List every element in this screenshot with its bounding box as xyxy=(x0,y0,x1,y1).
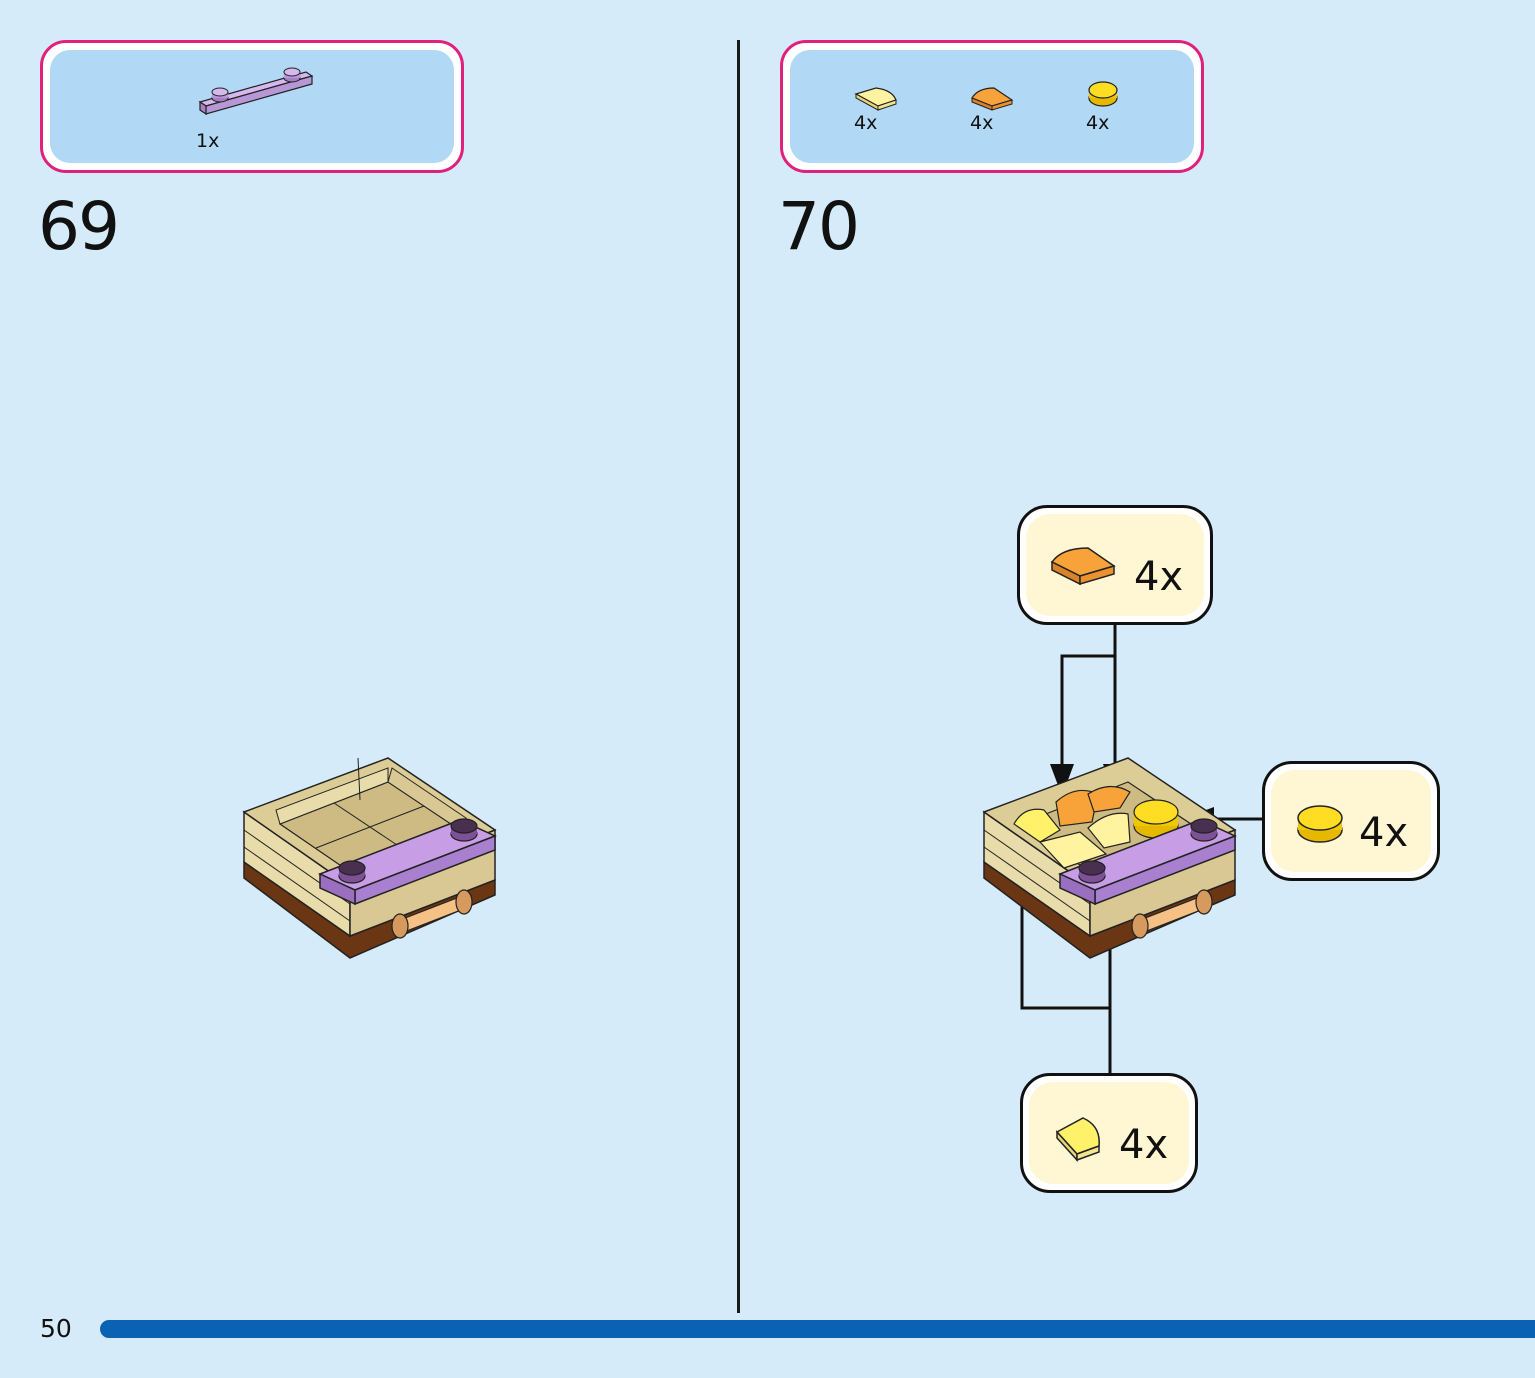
yellow-round-tile-icon xyxy=(1297,805,1343,843)
part-quantity: 4x xyxy=(1086,112,1110,134)
parts-list-inner: 1x xyxy=(50,50,454,163)
orange-quarter-tile-icon xyxy=(1050,547,1116,586)
yellow-quarter-tile-icon xyxy=(1055,1117,1100,1162)
page-number: 50 xyxy=(40,1314,72,1343)
page-progress-bar xyxy=(100,1320,1535,1338)
callout-quantity: 4x xyxy=(1119,1122,1169,1168)
crate-model-step-70 xyxy=(982,757,1237,959)
callout-inner: 4x xyxy=(1029,1082,1189,1184)
part-quantity: 4x xyxy=(854,112,878,134)
callout-quantity: 4x xyxy=(1134,554,1184,600)
crate-model-step-69 xyxy=(242,757,497,959)
yellow-quarter-tile-icon xyxy=(854,87,897,111)
part-quantity: 1x xyxy=(196,130,220,152)
parts-list-inner: 4x 4x 4x xyxy=(790,50,1194,163)
callout-inner: 4x xyxy=(1026,514,1204,616)
step-number: 70 xyxy=(778,188,860,265)
step-number: 69 xyxy=(38,188,120,265)
orange-quarter-tile-icon xyxy=(971,87,1014,111)
callout-yellow-round-tile: 4x xyxy=(1262,761,1440,881)
step-divider xyxy=(737,40,740,1313)
callout-inner: 4x xyxy=(1271,770,1431,872)
callout-yellow-quarter-tile: 4x xyxy=(1020,1073,1198,1193)
yellow-round-tile-icon xyxy=(1088,81,1118,107)
parts-list-step-70: 4x 4x 4x xyxy=(780,40,1204,173)
callout-orange-quarter-tile: 4x xyxy=(1017,505,1213,625)
purple-plate-1x4-icon xyxy=(198,67,314,116)
parts-list-step-69: 1x xyxy=(40,40,464,173)
callout-quantity: 4x xyxy=(1359,810,1409,856)
part-quantity: 4x xyxy=(970,112,994,134)
